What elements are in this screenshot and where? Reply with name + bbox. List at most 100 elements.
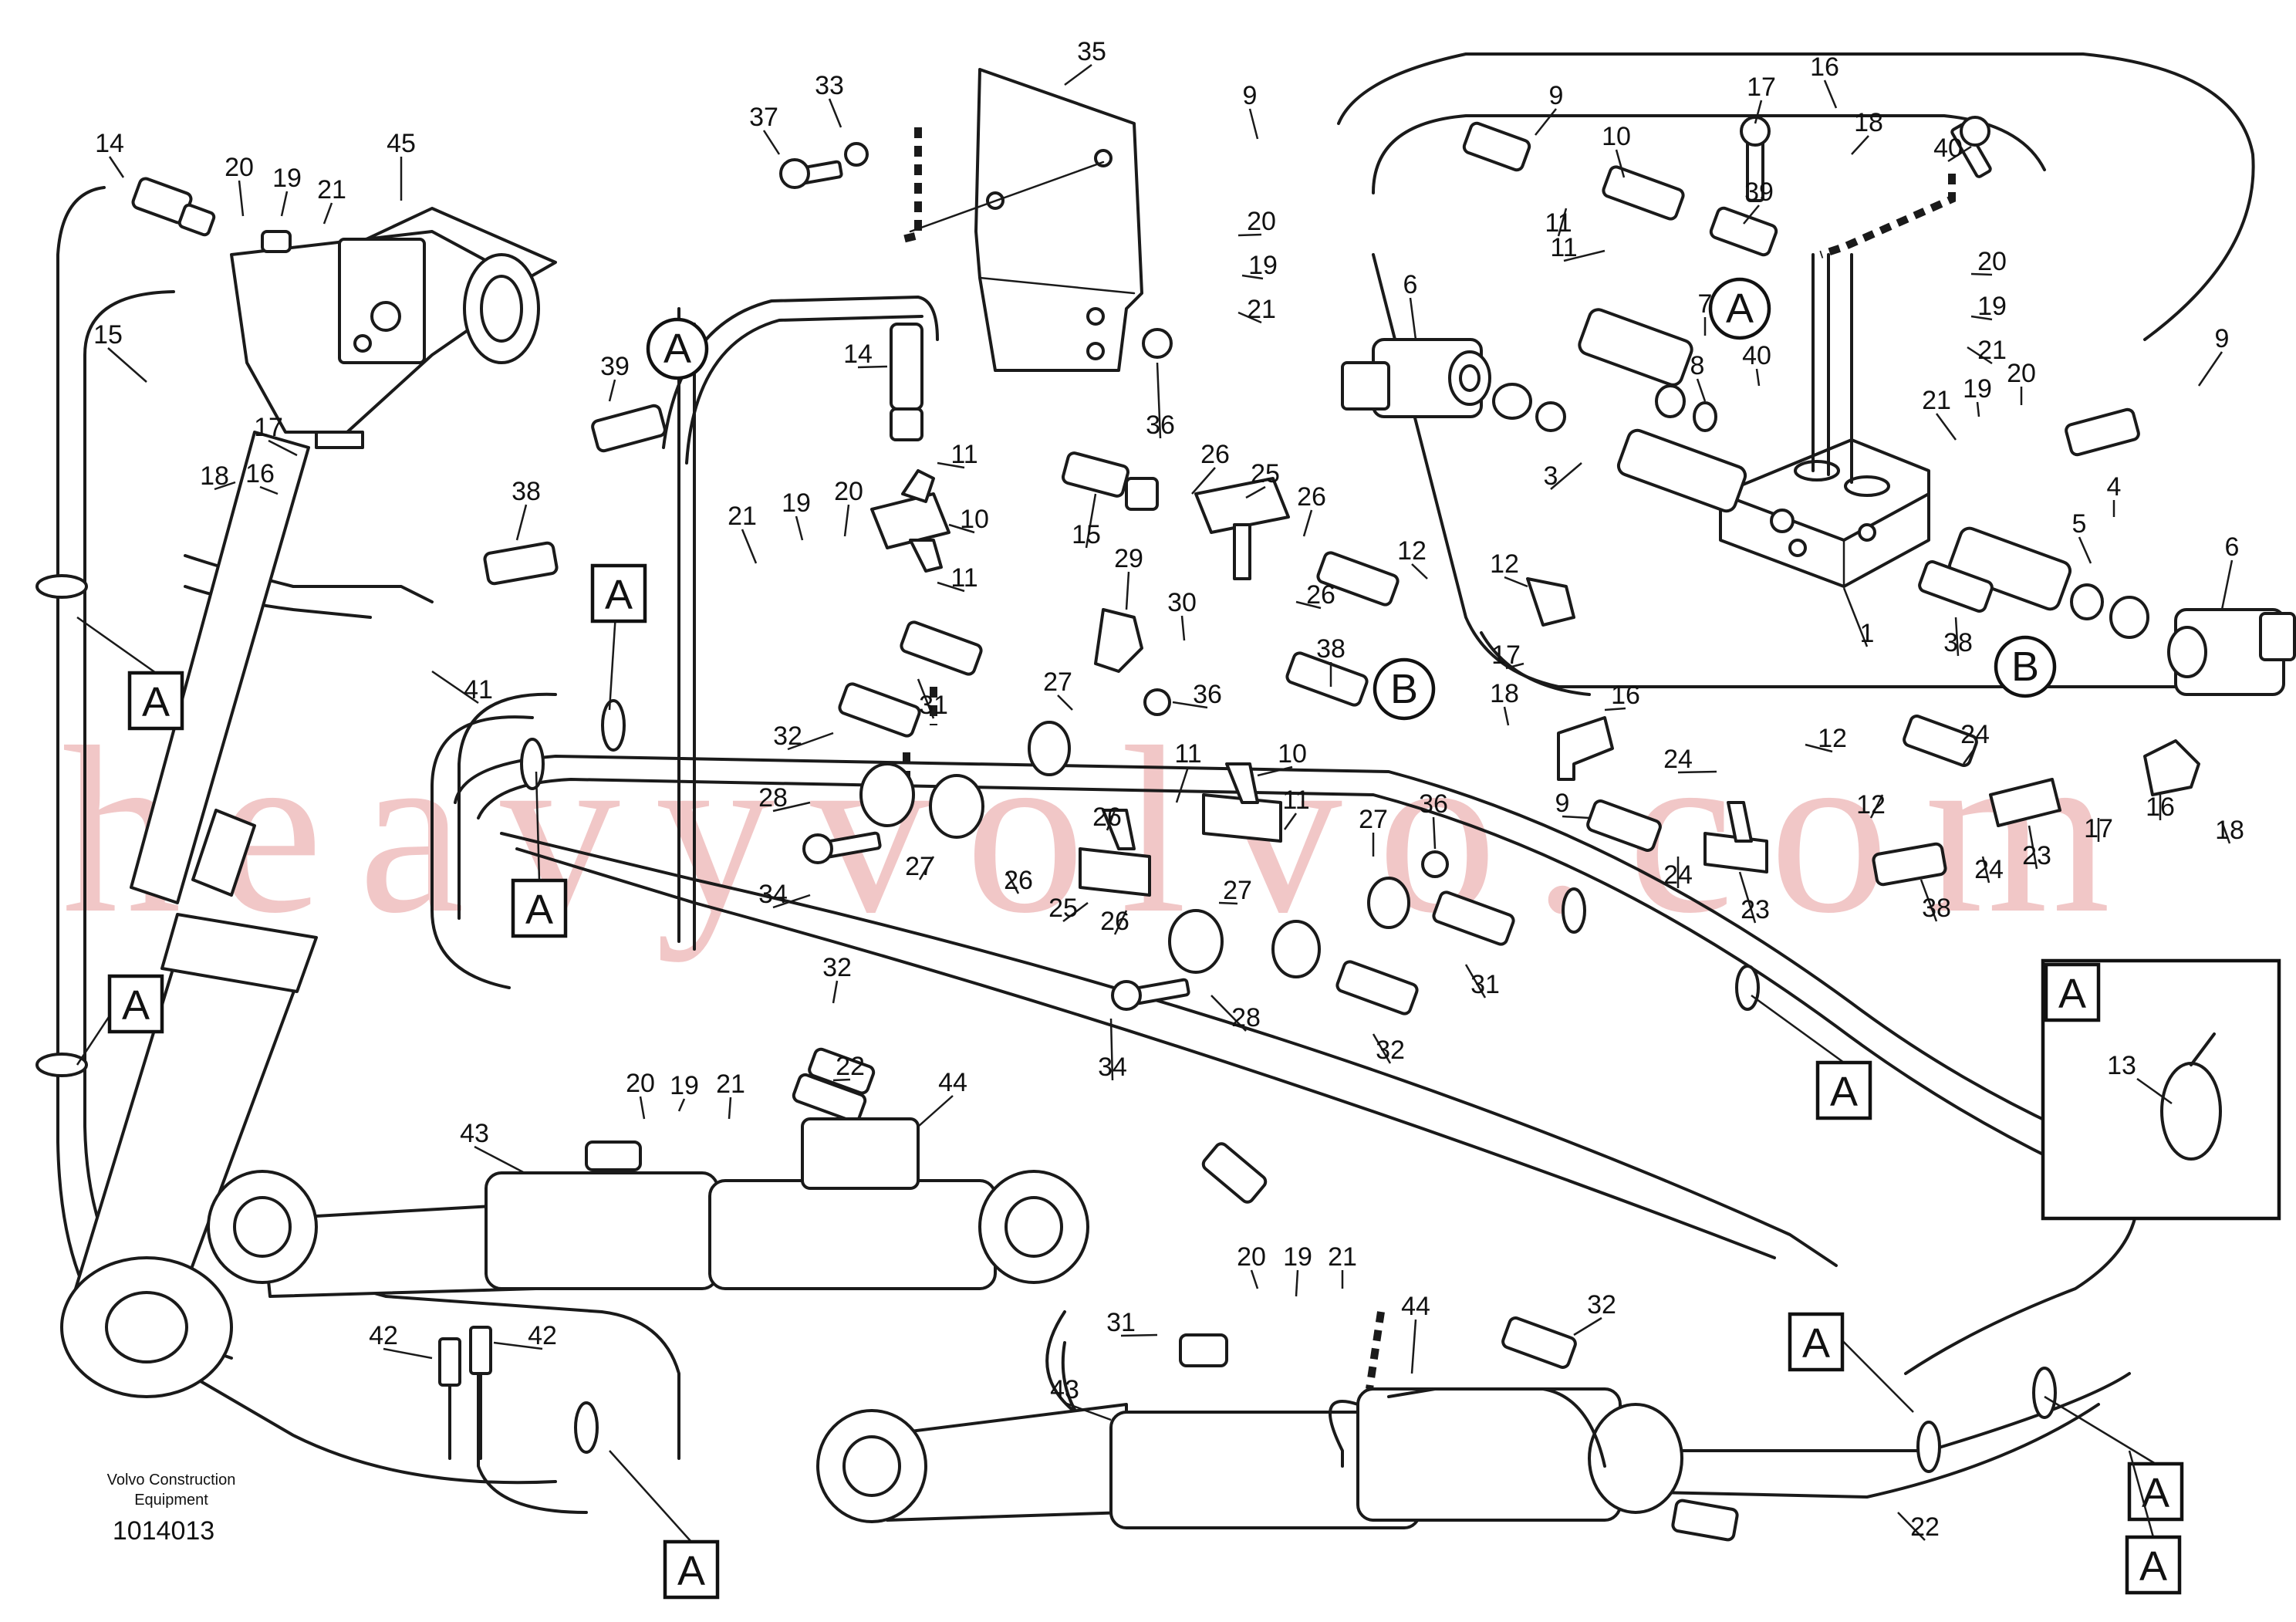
leader-p11f [1283, 813, 1298, 830]
leader-p11e [1175, 766, 1190, 803]
callout-p18c: 18 [1490, 679, 1519, 708]
leader-p12a [1411, 563, 1428, 580]
lift-cylinder-left [60, 207, 557, 1398]
svg-text:A: A [1830, 1069, 1858, 1115]
leader-p9a [1248, 108, 1259, 140]
callout-p16a: 16 [245, 459, 275, 488]
callout-p33: 33 [815, 71, 844, 100]
leader-p44a [917, 1095, 954, 1127]
leader-p20c [1970, 272, 1993, 276]
callout-p18a: 18 [200, 461, 229, 491]
callout-p41: 41 [464, 675, 493, 705]
callout-p39b: 39 [1744, 177, 1774, 207]
callout-p40b: 40 [1933, 133, 1963, 163]
leader-p32a [787, 732, 834, 751]
leader-p26d [1106, 809, 1116, 831]
footer-drawing-number: 1014013 [113, 1516, 214, 1546]
leader-p38c [1954, 617, 1960, 657]
callout-p38a: 38 [512, 477, 541, 506]
leader-p6b [2220, 559, 2234, 610]
callout-p19b: 19 [1248, 251, 1278, 280]
callout-p21e: 21 [728, 502, 757, 531]
view-ref-a1: A [646, 317, 709, 380]
leader-p21c [1967, 346, 1993, 365]
leader-p38a [515, 504, 528, 541]
footer-brand-line1: Volvo Construction [107, 1472, 236, 1489]
leader-p26b [1302, 509, 1313, 537]
callout-p23b: 23 [2022, 841, 2051, 870]
leader-p25a [1245, 485, 1266, 499]
leader-p34a [772, 894, 811, 909]
leader-p26c [1295, 600, 1322, 610]
callout-p9b: 9 [1549, 81, 1564, 110]
cylinder-lower-right [816, 1387, 1683, 1529]
callout-p20f: 20 [626, 1069, 655, 1098]
callout-p15b: 15 [1072, 520, 1101, 549]
leader-p19f [677, 1098, 686, 1112]
callout-p21c: 21 [1977, 336, 2007, 365]
callout-p17a: 17 [254, 413, 283, 442]
section-tag-t5: A [1751, 994, 1872, 1120]
leader-p33 [828, 98, 842, 128]
leader-p28a [772, 801, 811, 813]
leader-p20e [843, 504, 850, 537]
leader-p20a [238, 180, 245, 217]
callout-p29: 29 [1114, 544, 1143, 573]
callout-p32c: 32 [1376, 1036, 1405, 1065]
leader-p16c [1604, 707, 1626, 711]
leader-p40b [1947, 145, 1972, 163]
callout-p24a: 24 [1663, 745, 1693, 774]
leader-p17b [1754, 100, 1763, 124]
svg-text:A: A [677, 1548, 705, 1594]
callout-p3: 3 [1544, 461, 1558, 491]
cartridges [1492, 308, 2149, 639]
callout-p21d: 21 [1922, 386, 1951, 415]
leader-p26a [1191, 467, 1216, 495]
view-ref-b2: B [1994, 635, 2057, 698]
callout-p16d: 16 [2146, 792, 2175, 822]
leader-p16b [1823, 79, 1838, 109]
leader-p3 [1550, 462, 1582, 490]
callout-p16c: 16 [1611, 681, 1640, 710]
leader-p43b [1064, 1401, 1112, 1421]
bracket-plate [909, 68, 1143, 372]
callout-p23a: 23 [1741, 895, 1770, 924]
callout-p18d: 18 [2215, 816, 2244, 845]
callout-p44b: 44 [1401, 1292, 1430, 1321]
solenoid-left [1341, 338, 1491, 418]
callout-p26d: 26 [1092, 803, 1122, 832]
watermark: heavyvolvo.com [62, 698, 2146, 963]
leader-p26f [1005, 871, 1020, 894]
hose-ends [131, 121, 2140, 1542]
leader-p24d [1981, 856, 1990, 884]
svg-text:A: A [142, 679, 170, 725]
leader-p22b [1897, 1512, 1926, 1541]
leader-p21f [728, 1097, 732, 1120]
section-tag-t6: A [1788, 1312, 1914, 1413]
leader-p24c [1962, 747, 1977, 765]
detail-inset-part-13: 13 [2107, 1051, 2136, 1080]
section-tag-t7: A [2044, 1395, 2184, 1522]
leader-p16a [259, 485, 279, 495]
bolts [779, 116, 1992, 1011]
callout-p10b: 10 [1602, 122, 1631, 151]
leader-p41 [431, 670, 479, 705]
unions-42 [438, 1326, 492, 1460]
callout-p18b: 18 [1854, 108, 1883, 137]
callout-p32b: 32 [822, 953, 852, 982]
leader-p1 [1842, 587, 1869, 647]
leader-p10a [948, 523, 975, 534]
leader-p44b [1410, 1319, 1417, 1374]
section-tag-t8: A [609, 1450, 720, 1600]
leader-p11a [937, 461, 965, 469]
drawing-footer: Volvo Construction Equipment 1014013 [107, 1472, 236, 1546]
leader-p19b [1241, 274, 1264, 280]
callout-p19c: 19 [1977, 292, 2007, 321]
callout-p8: 8 [1690, 351, 1705, 380]
section-tag-t2: A [76, 974, 164, 1066]
view-ref-b1: B [1373, 657, 1436, 721]
leader-p9b [1535, 108, 1557, 136]
leader-p12d [1869, 794, 1884, 819]
leader-p28b [1210, 995, 1247, 1032]
clamps [859, 328, 1449, 978]
